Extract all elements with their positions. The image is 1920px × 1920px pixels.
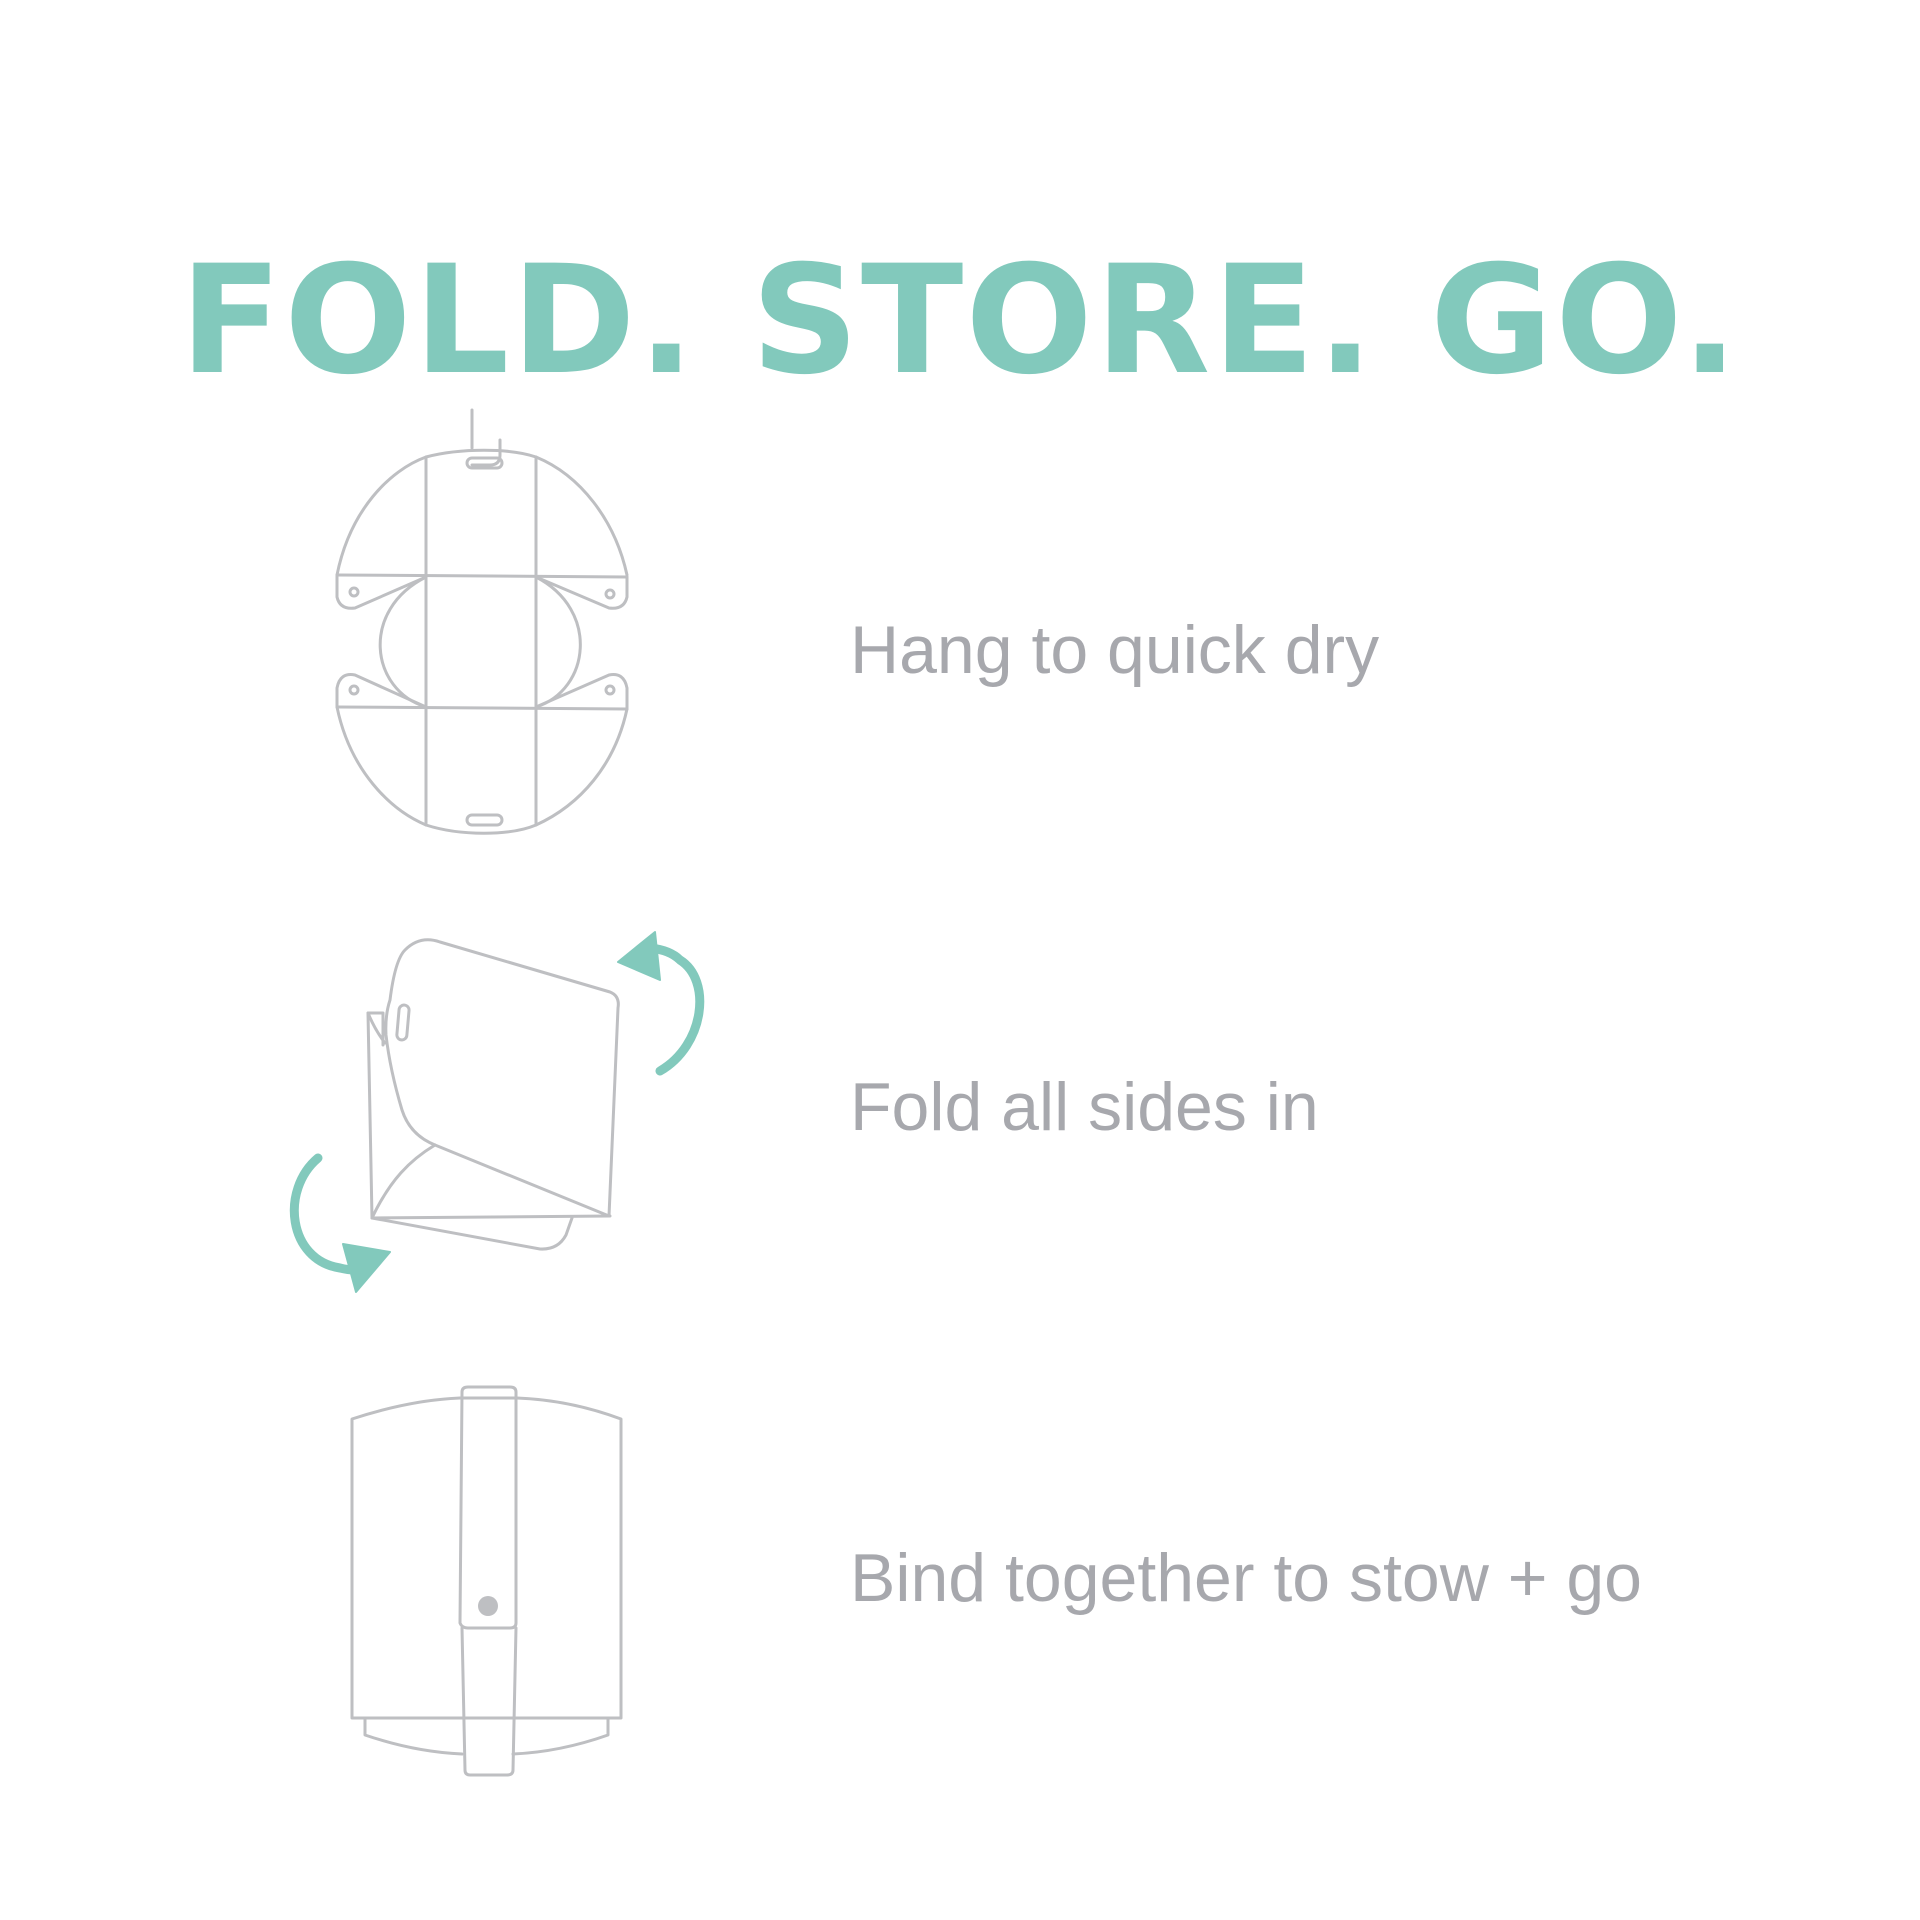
hanging-mat-icon [320, 400, 650, 860]
folding-mat-icon [280, 920, 730, 1300]
headline: FOLD. STORE. GO. [179, 233, 1741, 408]
step-2-label: Fold all sides in [850, 1069, 1319, 1145]
step-3-label: Bind together to stow + go [850, 1540, 1642, 1616]
step-1-label: Hang to quick dry [850, 612, 1380, 688]
bound-mat-icon [340, 1380, 640, 1780]
